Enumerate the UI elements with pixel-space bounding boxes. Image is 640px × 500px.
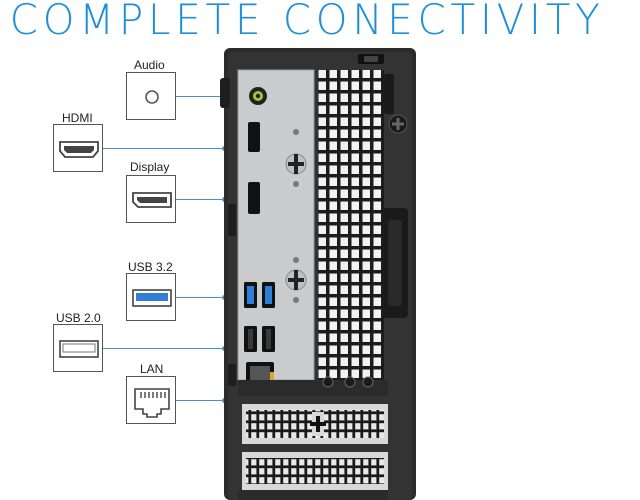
port-label-hdmi: HDMI [62, 111, 93, 125]
port-box-audio [126, 72, 176, 120]
connector-display [176, 197, 227, 202]
usb-2-0-ports [244, 326, 275, 352]
port-box-usb-3-2 [126, 273, 176, 321]
displayport-icon [132, 192, 172, 208]
port-label-lan: LAN [140, 362, 164, 376]
connector-hdmi [103, 146, 227, 151]
connector-usb-3-2 [176, 295, 227, 300]
usb-3-2-ports [244, 282, 275, 308]
usb-3-2-port-icon [132, 289, 172, 307]
hdmi-port-icon [59, 141, 99, 158]
connector-usb-2-0 [103, 346, 227, 351]
port-box-usb-2-0 [53, 324, 103, 372]
displayport-port [248, 182, 260, 214]
port-label-audio: Audio [134, 58, 165, 72]
port-label-display: Display [130, 160, 170, 174]
port-box-display [126, 175, 176, 223]
audio-jack-icon [145, 90, 159, 104]
pc-rear-panel-illustration [220, 48, 416, 500]
connector-audio [176, 94, 227, 99]
port-box-lan [126, 376, 176, 424]
port-box-hdmi [53, 124, 103, 172]
usb-2-0-port-icon [59, 340, 99, 358]
port-label-usb-3-2: USB 3.2 [128, 260, 173, 274]
headline: COMPLETE CONECTIVITY [9, 0, 605, 44]
hdmi-port [248, 122, 260, 152]
vent-grid [318, 70, 384, 380]
lan-port-icon [134, 388, 170, 418]
port-label-usb-2-0: USB 2.0 [56, 311, 101, 325]
connector-lan [176, 398, 227, 403]
